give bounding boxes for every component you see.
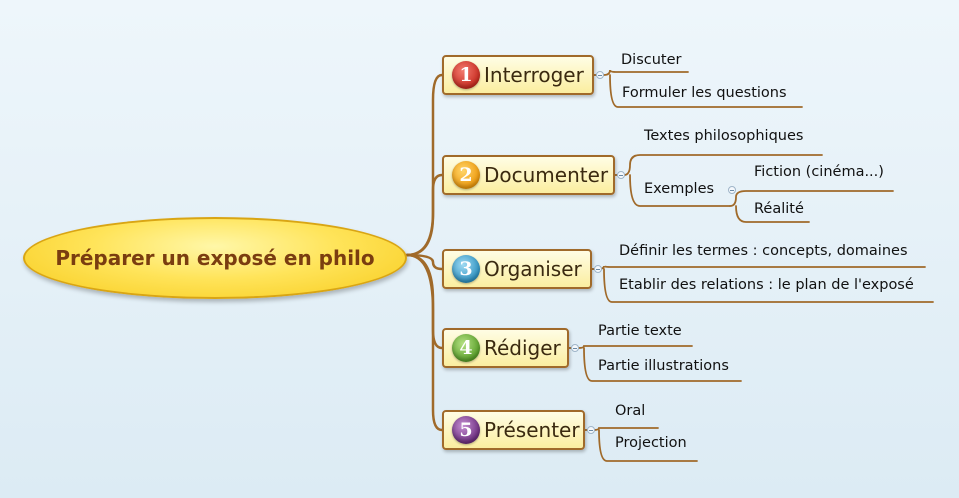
connector-central-branch-1: [405, 73, 444, 257]
topic-label: Présenter: [484, 418, 580, 442]
number-4-badge-icon: 4: [452, 334, 480, 362]
topic-label: Documenter: [484, 163, 609, 187]
leaf-projection[interactable]: Projection: [615, 435, 687, 451]
leaf-formuler-questions[interactable]: Formuler les questions: [622, 85, 787, 101]
connector-branch-5-children: [584, 427, 698, 462]
connector-central-branch-3: [405, 253, 444, 271]
leaf-etablir-relations[interactable]: Etablir des relations : le plan de l'exp…: [619, 277, 914, 293]
topic-interroger[interactable]: 1 Interroger: [442, 55, 594, 95]
connector-branch-4-children: [568, 345, 742, 382]
topic-organiser[interactable]: 3 Organiser: [442, 249, 592, 289]
number-5-badge-icon: 5: [452, 416, 480, 444]
leaf-partie-texte[interactable]: Partie texte: [598, 323, 682, 339]
connector-branch-1-children: [593, 69, 803, 108]
connector-branch-2-children: [614, 154, 823, 207]
number-3-badge-icon: 3: [452, 255, 480, 283]
collapse-toggle-icon[interactable]: [594, 265, 602, 273]
leaf-realite[interactable]: Réalité: [754, 201, 804, 217]
connector-central-branch-2: [405, 173, 444, 257]
connector-branch-2-subchildren: [729, 190, 894, 223]
leaf-oral[interactable]: Oral: [615, 403, 646, 419]
leaf-fiction[interactable]: Fiction (cinéma...): [754, 164, 884, 180]
topic-label: Interroger: [484, 63, 584, 87]
leaf-textes-philosophiques[interactable]: Textes philosophiques: [644, 128, 804, 144]
leaf-partie-illustrations[interactable]: Partie illustrations: [598, 358, 729, 374]
number-1-badge-icon: 1: [452, 61, 480, 89]
leaf-discuter[interactable]: Discuter: [621, 52, 682, 68]
collapse-toggle-icon[interactable]: [596, 71, 604, 79]
collapse-toggle-icon[interactable]: [617, 171, 625, 179]
topic-presenter[interactable]: 5 Présenter: [442, 410, 585, 450]
collapse-toggle-icon[interactable]: [728, 186, 736, 194]
leaf-exemples[interactable]: Exemples: [644, 181, 715, 197]
connector-central-branch-5: [405, 253, 444, 432]
central-topic-label: Préparer un exposé en philo: [55, 246, 375, 270]
collapse-toggle-icon[interactable]: [571, 344, 579, 352]
topic-label: Organiser: [484, 257, 582, 281]
number-2-badge-icon: 2: [452, 161, 480, 189]
central-topic[interactable]: Préparer un exposé en philo: [23, 217, 407, 299]
leaf-definir-termes[interactable]: Définir les termes : concepts, domaines: [619, 243, 908, 259]
topic-documenter[interactable]: 2 Documenter: [442, 155, 615, 195]
topic-label: Rédiger: [484, 336, 561, 360]
topic-rediger[interactable]: 4 Rédiger: [442, 328, 569, 368]
collapse-toggle-icon[interactable]: [587, 426, 595, 434]
